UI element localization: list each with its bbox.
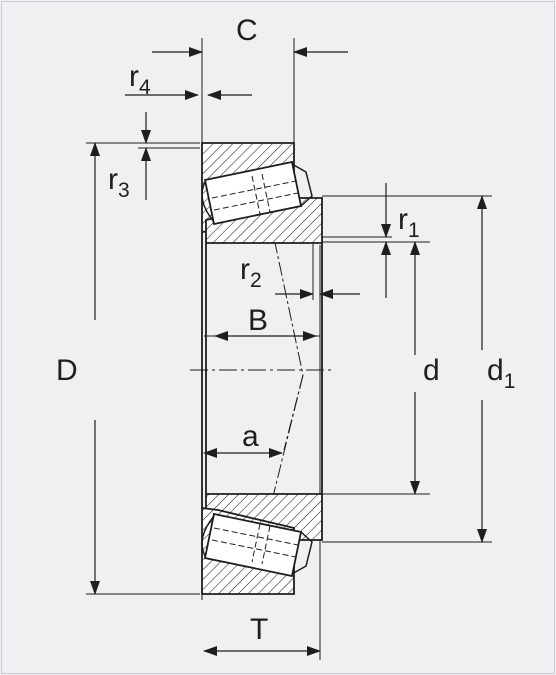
roller-top-left-cap <box>201 181 215 223</box>
dimension-lines <box>90 47 487 656</box>
label-r2: r2 <box>240 253 262 292</box>
label-T: T <box>250 613 268 646</box>
roller-bottom-dash <box>211 523 299 565</box>
label-C: C <box>236 14 258 47</box>
label-r3: r3 <box>108 163 130 202</box>
roller-bottom-left-cap <box>201 515 215 557</box>
label-r1: r1 <box>398 203 420 242</box>
label-d1: d1 <box>487 354 515 393</box>
label-d: d <box>423 354 440 387</box>
label-a: a <box>242 420 259 453</box>
roller-bottom <box>203 512 303 578</box>
roller-top-dash <box>211 173 299 215</box>
roller-bottom-cage <box>291 531 313 575</box>
label-B: B <box>248 304 268 337</box>
label-r4: r4 <box>129 60 151 99</box>
roller-top-cage <box>291 163 313 207</box>
label-D: D <box>56 354 78 387</box>
